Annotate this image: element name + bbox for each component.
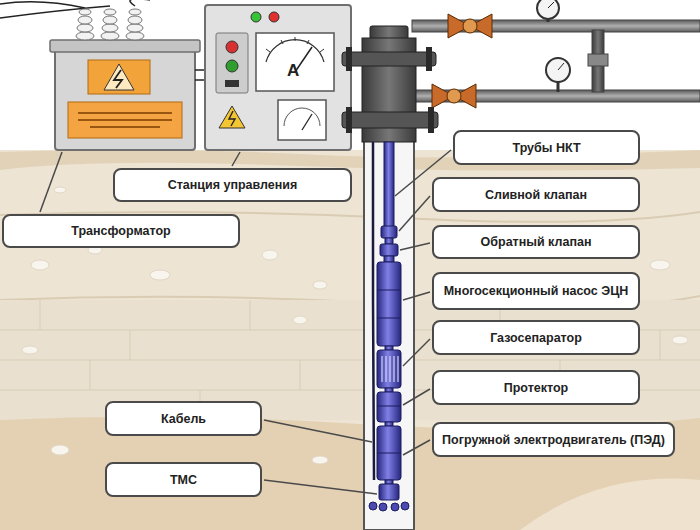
callout-label: Кабель bbox=[161, 412, 206, 426]
callout-label: Станция управления bbox=[168, 178, 298, 192]
callout-box: Кабель bbox=[105, 401, 262, 436]
callout-box: Многосекционный насос ЭЦН bbox=[432, 272, 640, 310]
valve-symbol bbox=[432, 14, 492, 108]
transformer-illustration bbox=[50, 9, 212, 150]
callout-box: ТМС bbox=[105, 462, 262, 497]
pressure-gauge bbox=[537, 0, 570, 92]
callout-box: Трансформатор bbox=[2, 214, 240, 248]
callout-box: Станция управления bbox=[113, 168, 352, 202]
meter-unit: A bbox=[287, 61, 299, 81]
callout-box: Обратный клапан bbox=[432, 225, 640, 259]
callout-box: Газосепаратор bbox=[432, 320, 640, 355]
callout-label: Протектор bbox=[504, 381, 569, 395]
control-station-illustration bbox=[205, 5, 351, 150]
callout-label: Газосепаратор bbox=[490, 331, 582, 345]
callout-box: Погружной электродвигатель (ПЭД) bbox=[432, 422, 675, 457]
callout-label: Сливной клапан bbox=[485, 188, 587, 202]
callout-box: Сливной клапан bbox=[432, 177, 640, 212]
callout-label: Многосекционный насос ЭЦН bbox=[444, 284, 629, 298]
callout-box: Трубы НКТ bbox=[453, 130, 640, 165]
callout-box: Протектор bbox=[432, 370, 640, 405]
wellhead bbox=[342, 26, 438, 142]
callout-label: Трансформатор bbox=[71, 224, 170, 238]
callout-label: ТМС bbox=[170, 473, 197, 487]
leader-lines bbox=[40, 150, 451, 494]
callout-label: Погружной электродвигатель (ПЭД) bbox=[442, 433, 665, 447]
callout-label: Трубы НКТ bbox=[512, 141, 580, 155]
callout-label: Обратный клапан bbox=[481, 235, 592, 249]
